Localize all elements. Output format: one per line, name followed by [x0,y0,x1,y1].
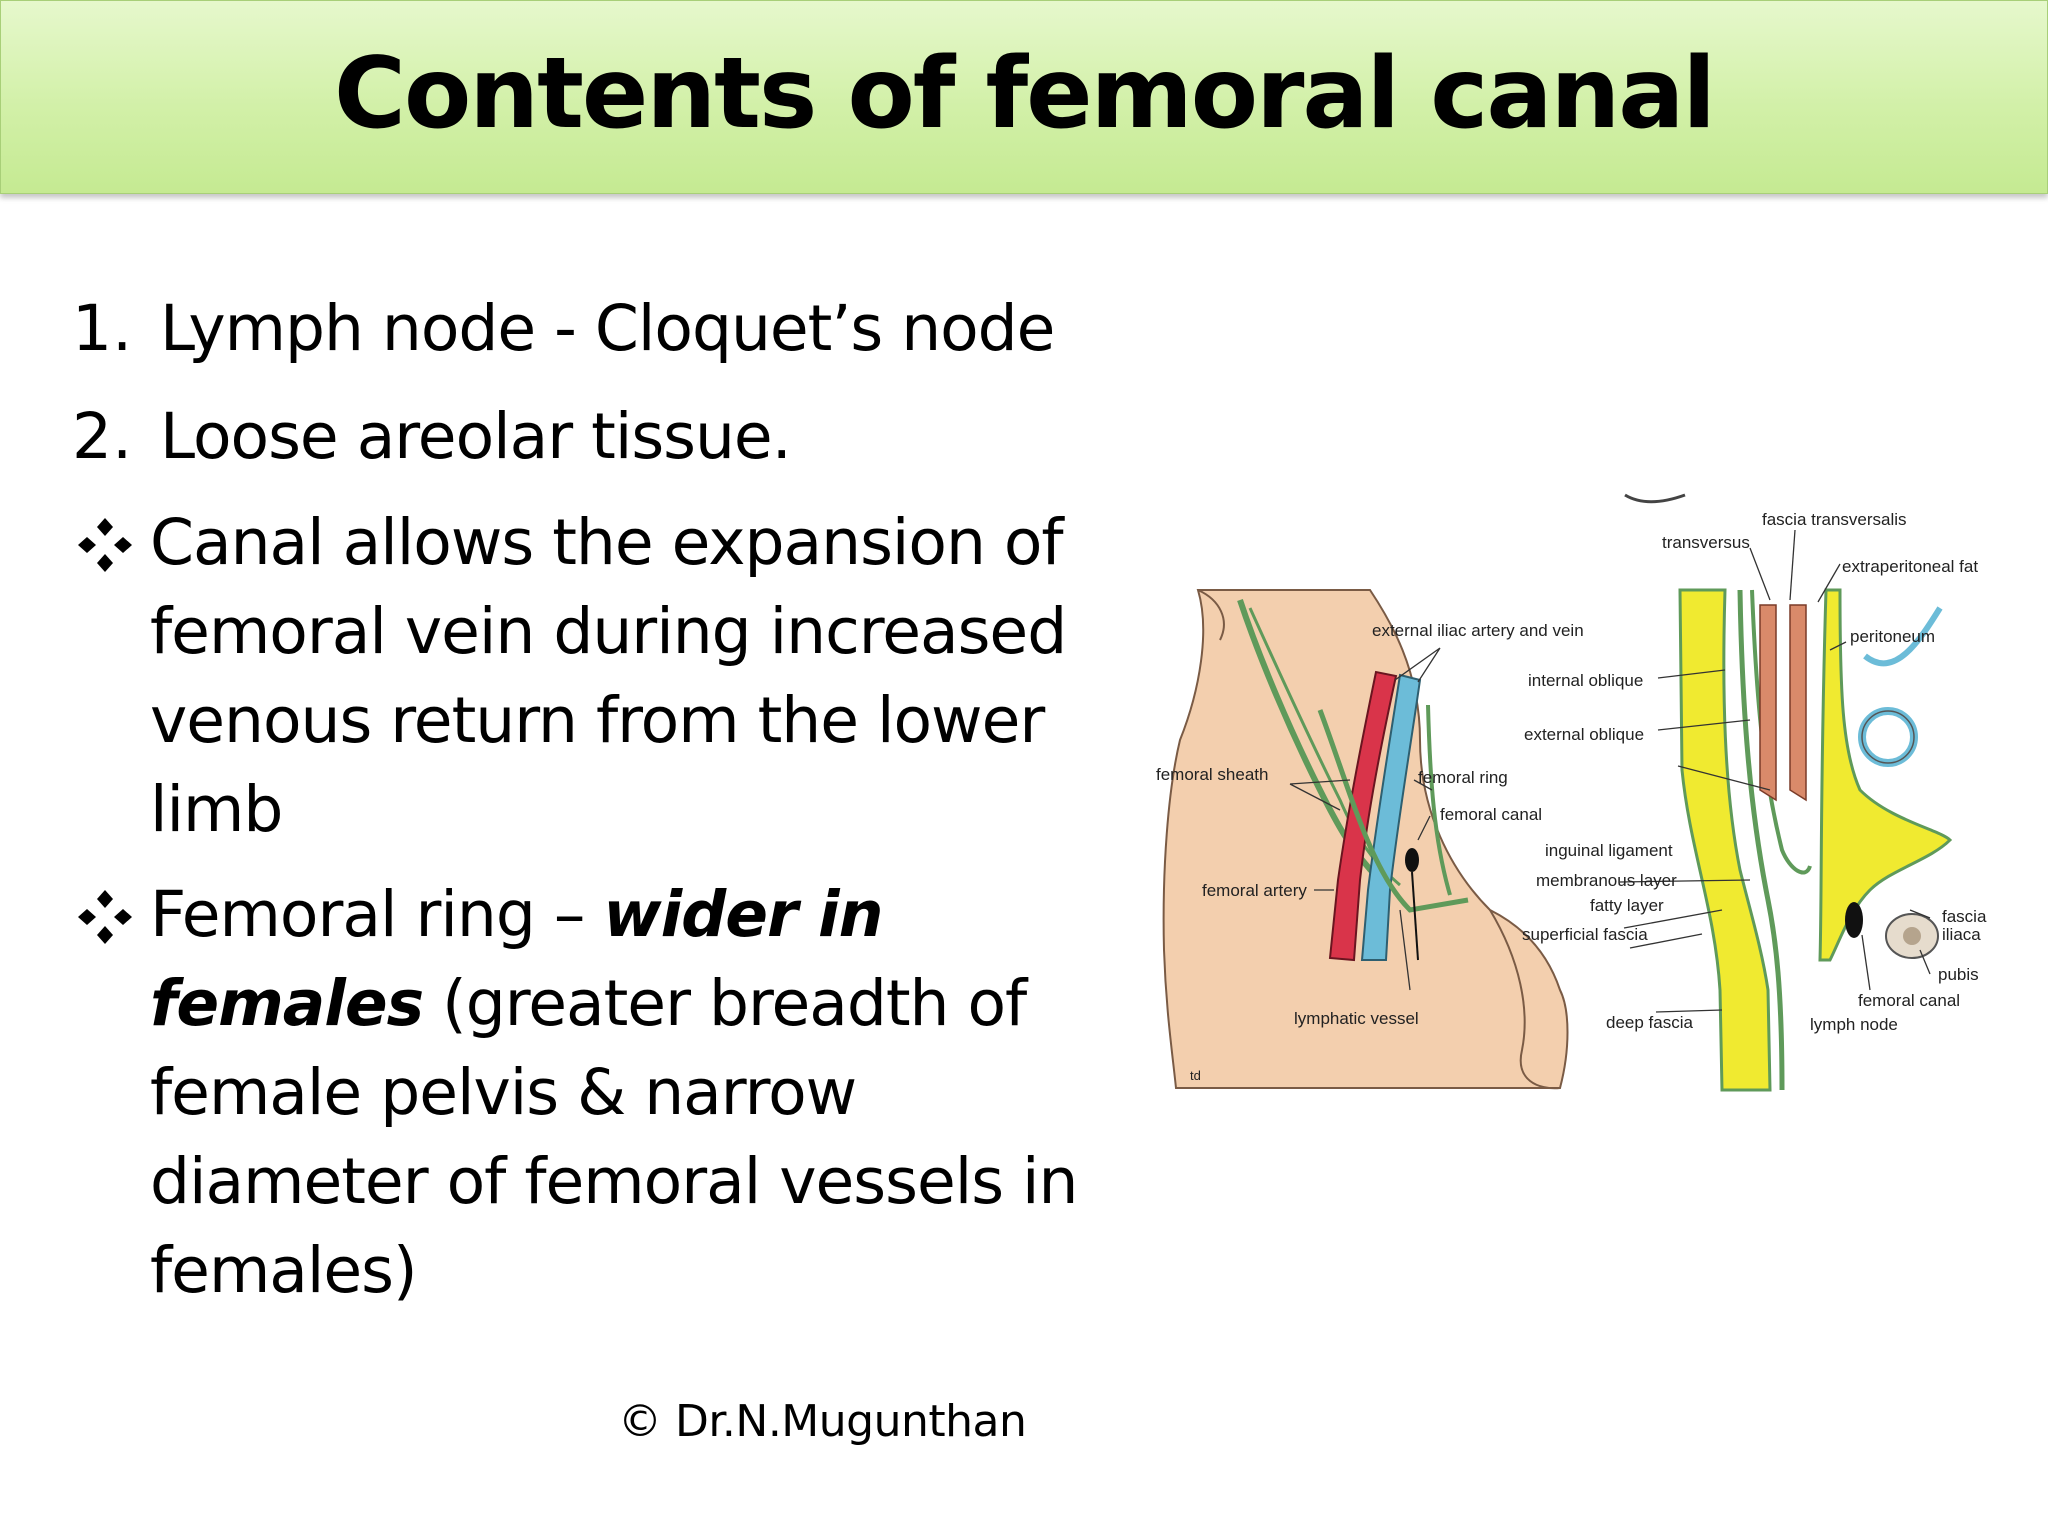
lymph-node-left [1405,848,1419,872]
fat-layer [1678,588,1772,1092]
label-lymph-node: lymph node [1810,1015,1898,1034]
label-inguinal-ligament: inguinal ligament [1545,841,1673,860]
label-fatty-layer: fatty layer [1590,896,1664,915]
label-fascia-iliaca-2: iliaca [1942,925,1981,944]
label-transversus: transversus [1662,533,1750,552]
femoral-canal-diagram: external iliac artery and vein femoral s… [1156,493,1987,1092]
slide-title: Contents of femoral canal [334,37,1716,151]
bullet-2-line-2-plain: (greater breadth of [423,967,1027,1040]
list-item-1: Lymph node - Cloquet’s node [160,292,1055,365]
label-lymphatic-vessel: lymphatic vessel [1294,1009,1419,1028]
label-fascia-transversalis: fascia transversalis [1762,510,1907,529]
diamond-bullet-icon [78,518,132,572]
bullet-2-line-5: females) [150,1234,418,1307]
label-femoral-artery: femoral artery [1202,881,1307,900]
label-signature: td [1190,1068,1201,1083]
list-marker-2: 2. [72,400,133,473]
bullet-2-line-3: female pelvis & narrow [150,1056,857,1129]
bullet-1-line-1: Canal allows the expansion of [150,506,1064,579]
bullet-2-line-2: females (greater breadth of [150,959,1027,1048]
bullet-1-line-2: femoral vein during increased [150,595,1067,668]
title-bar: Contents of femoral canal [0,0,2048,194]
bullet-1-line-4: limb [150,773,283,846]
label-fascia-iliaca-1: fascia [1942,907,1987,926]
bullet-2-line-1-plain: Femoral ring – [150,878,604,951]
label-deep-fascia: deep fascia [1606,1013,1693,1032]
label-superficial-fascia: superficial fascia [1522,925,1648,944]
femoral-vein [1360,673,1422,961]
lymph-node-right [1845,902,1863,938]
label-femoral-canal-left: femoral canal [1440,805,1542,824]
label-femoral-sheath: femoral sheath [1156,765,1268,784]
bullet-1-line-3: venous return from the lower [150,684,1045,757]
copyright-notice: © Dr.N.Mugunthan [618,1396,1027,1447]
sagittal-section-illustration: fascia transversalis transversus extrape… [1522,493,1987,1092]
anterior-view-illustration: external iliac artery and vein femoral s… [1156,589,1584,1090]
label-femoral-canal-right: femoral canal [1858,991,1960,1010]
label-external-iliac: external iliac artery and vein [1372,621,1584,640]
label-external-oblique: external oblique [1524,725,1644,744]
bullet-2-line-4: diameter of femoral vessels in [150,1145,1078,1218]
list-marker-1: 1. [72,292,133,365]
bullet-2-emphasis-females: females [150,967,424,1040]
label-extraperitoneal-fat: extraperitoneal fat [1842,557,1978,576]
label-internal-oblique: internal oblique [1528,671,1643,690]
femoral-artery [1328,670,1398,962]
label-peritoneum: peritoneum [1850,627,1935,646]
label-pubis: pubis [1938,965,1979,984]
bullet-2-emphasis: wider in [603,878,883,951]
label-femoral-ring: femoral ring [1418,768,1508,787]
diamond-bullet-icon [78,890,132,944]
list-item-2: Loose areolar tissue. [160,400,792,473]
label-membranous-layer: membranous layer [1536,871,1677,890]
bullet-2-line-1: Femoral ring – wider in [150,870,883,959]
